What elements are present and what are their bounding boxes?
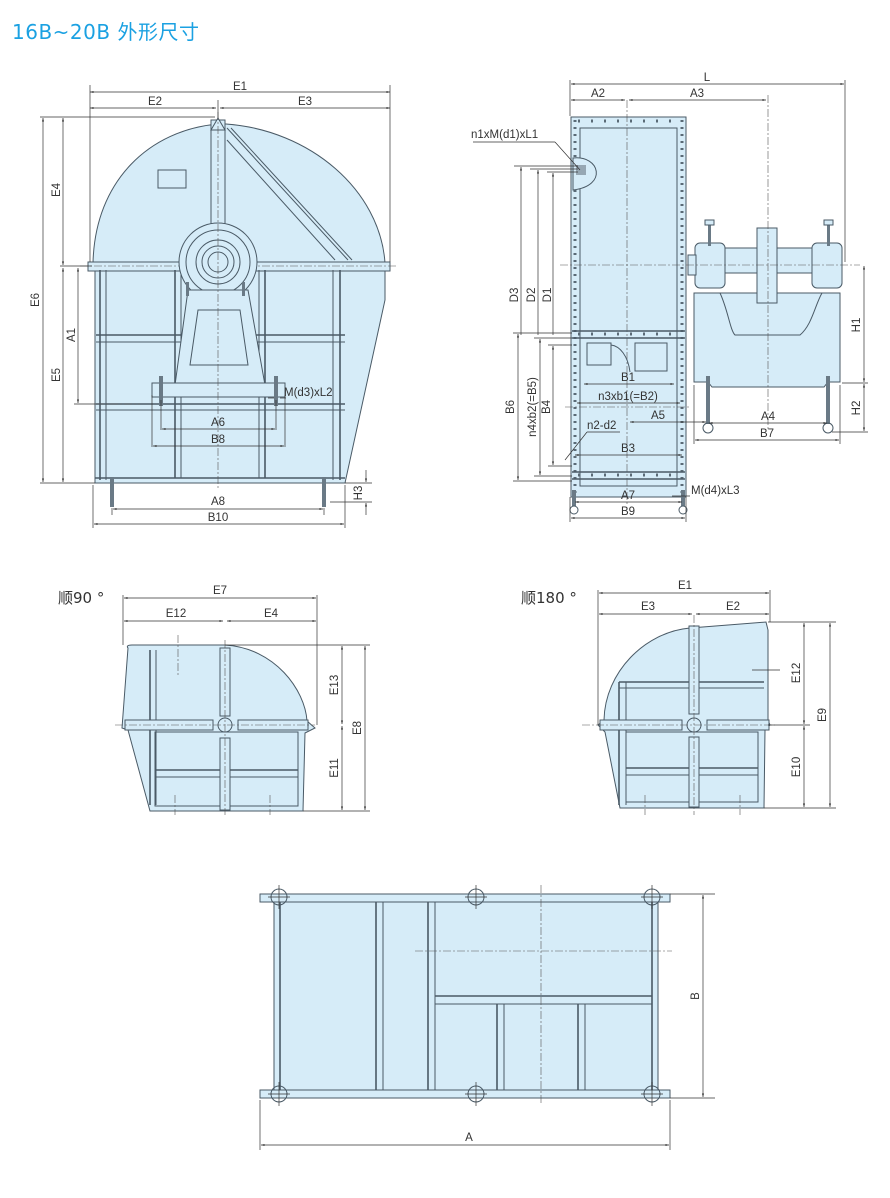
rot90-dim-e8: E8	[352, 721, 364, 735]
rot90-dim-e7: E7	[213, 585, 227, 597]
dim-d2: D2	[526, 288, 538, 303]
dim-e3: E3	[298, 96, 312, 108]
dim-h2: H2	[851, 401, 863, 416]
dim-n3-b1: n3xb1(=B2)	[598, 391, 658, 403]
dim-a5: A5	[651, 410, 665, 422]
dim-n4-b2: n4xb2(=B5)	[527, 377, 539, 437]
rot180-dim-e2: E2	[726, 601, 740, 613]
front-view: E1 E2 E3 E6 E4 E5 A1 A6 B8 M(d3)xL2	[30, 81, 398, 528]
rotation-90-view: 顺90 ° E7 E12 E4 E13 E11 E8	[58, 585, 370, 815]
dim-b3: B3	[621, 443, 635, 455]
dim-b7: B7	[760, 428, 774, 440]
dim-a6: A6	[211, 417, 225, 429]
dim-l: L	[704, 72, 711, 84]
dim-b9: B9	[621, 506, 635, 518]
rot180-dim-e10: E10	[791, 757, 803, 777]
flange-bolt-holes	[268, 885, 663, 1106]
dim-a2: A2	[591, 88, 605, 100]
dim-d3: D3	[509, 288, 521, 303]
rot180-dim-e9: E9	[817, 708, 829, 722]
dim-h3: H3	[353, 486, 365, 501]
rot90-dim-e4: E4	[264, 608, 279, 620]
dim-b4: B4	[541, 399, 553, 414]
outlet-dim-b: B	[690, 992, 702, 1000]
rot180-dim-e12: E12	[791, 663, 803, 683]
dim-e1: E1	[233, 81, 247, 93]
side-view: L A2 A3 n1xM(d1)xL1 D3 D2 D1 B6 n4xb2(=B…	[471, 72, 868, 522]
rot90-dim-e13: E13	[329, 675, 341, 695]
outlet-dim-a: A	[465, 1132, 473, 1144]
rot90-dim-e11: E11	[329, 758, 341, 778]
dim-m-d4-l3: M(d4)xL3	[691, 485, 740, 497]
dim-n2-d2: n2-d2	[587, 420, 616, 432]
rotation-180-view: 顺180 ° E1 E3 E2 E12 E10 E9	[521, 580, 836, 815]
dim-b8: B8	[211, 434, 225, 446]
dim-a4: A4	[761, 411, 776, 423]
rot180-dim-e1: E1	[678, 580, 692, 592]
dim-e6: E6	[30, 293, 42, 307]
dim-b6: B6	[505, 400, 517, 414]
dim-e4: E4	[51, 182, 63, 197]
outlet-flange-view: A B	[259, 885, 715, 1150]
rot90-label: 顺90 °	[58, 589, 104, 607]
dim-b1: B1	[621, 372, 635, 384]
dim-n1-m-d1-l1: n1xM(d1)xL1	[471, 129, 538, 141]
dim-a8: A8	[211, 496, 225, 508]
rot180-dim-e3: E3	[641, 601, 655, 613]
dim-e2: E2	[148, 96, 162, 108]
dim-a1: A1	[66, 328, 78, 342]
dim-a3: A3	[690, 88, 704, 100]
rot180-label: 顺180 °	[521, 589, 577, 607]
dim-d1: D1	[542, 288, 554, 303]
dim-a7: A7	[621, 490, 635, 502]
dim-e5: E5	[51, 368, 63, 382]
page-title: 16B~20B 外形尺寸	[12, 20, 200, 44]
dim-b10: B10	[208, 512, 228, 524]
rot90-dim-e12: E12	[166, 608, 186, 620]
dim-h1: H1	[851, 318, 863, 333]
dim-m-d3-l2: M(d3)xL2	[284, 387, 333, 399]
